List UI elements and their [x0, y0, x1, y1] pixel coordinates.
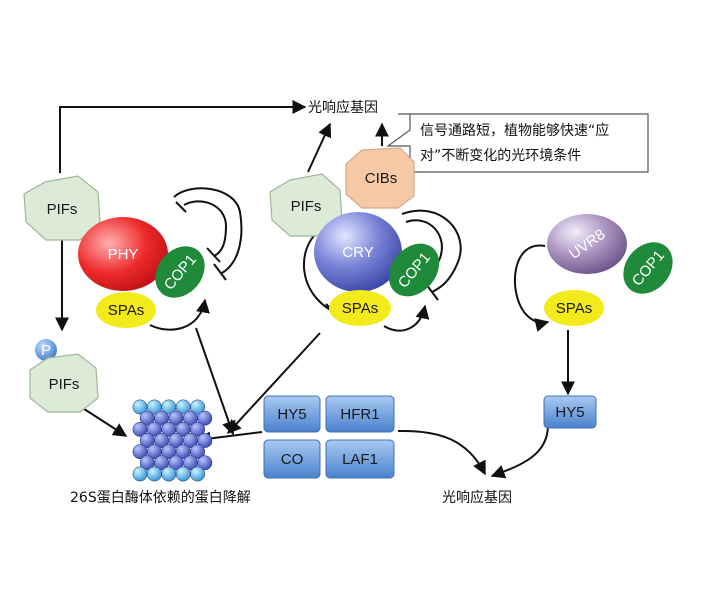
proteasome-icon [132, 399, 213, 482]
cibs-octagon [345, 147, 415, 209]
hfr1-label: HFR1 [340, 406, 379, 423]
co-label: CO [281, 451, 304, 468]
callout-line-2: 对”不断变化的光环境条件 [420, 147, 581, 164]
uvr8-group: UVR8 COP1 SPAs HY5 [543, 214, 673, 429]
cry-spas-label: SPAs [342, 300, 378, 317]
pifs-label: PIFs [47, 201, 78, 218]
cry-ellipse [314, 212, 402, 292]
proteasome-subunit [190, 421, 206, 437]
callout: 信号通路短，植物能够快速“应 对”不断变化的光环境条件 [386, 113, 649, 173]
cibs-label: CIBs [365, 170, 398, 187]
uvr8-hy5-box [543, 395, 597, 429]
cry-cop1-ellipse [388, 243, 440, 297]
phy-loop-inner [183, 200, 228, 257]
p-pifs-octagon [29, 353, 99, 413]
cop1-ellipse [155, 246, 205, 298]
proteasome-subunit [175, 466, 191, 482]
cry-label: CRY [342, 244, 373, 261]
pifs-octagon [23, 175, 101, 241]
phy-inhibit-bar-2 [206, 247, 221, 263]
arrow-phy-complex-to-proteasome [195, 327, 236, 436]
phy-ellipse [78, 217, 168, 291]
cry-spas-loop [383, 304, 430, 332]
proteasome-subunit [146, 466, 162, 482]
p-pifs-label: PIFs [49, 376, 80, 393]
phy-loop-short [175, 201, 187, 213]
uvr8-spas-label: SPAs [556, 300, 592, 317]
proteasome-subunit [190, 444, 206, 460]
spas-label: SPAs [108, 302, 144, 319]
phosphate-circle [35, 339, 57, 361]
phy-label: PHY [108, 246, 139, 263]
arrow-tfs-to-bottom-genes [397, 429, 486, 476]
uvr8-hy5-label: HY5 [555, 404, 584, 421]
cry-loop-outer [401, 209, 462, 293]
cry-pifs-label: PIFs [291, 198, 322, 215]
proteasome-subunit [197, 410, 213, 426]
laf1-box [325, 439, 395, 479]
phy-inhibit-bar-1 [213, 263, 227, 281]
phospho-pifs-group: P PIFs [29, 339, 99, 413]
top-output-label: 光响应基因 [308, 99, 378, 116]
callout-line-1: 信号通路短，植物能够快速“应 [420, 122, 609, 139]
cry-loop-left [302, 231, 335, 313]
proteasome-subunit [190, 466, 206, 482]
proteasome-subunit [197, 433, 213, 448]
uvr8-ellipse [547, 214, 627, 274]
hy5-label: HY5 [277, 406, 306, 423]
proteasome-subunit [132, 466, 148, 482]
proteasome-subunit [190, 399, 206, 415]
cry-group: PIFs CIBs CRY COP1 SPAs [269, 147, 440, 326]
arrow-cry-pifs-to-top-genes [307, 122, 332, 173]
phosphate-label: P [41, 342, 51, 359]
tf-boxes: HY5 HFR1 CO LAF1 [263, 395, 395, 479]
degradation-label: 26S蛋白酶体依赖的蛋白降解 [70, 490, 251, 506]
phy-loop-outer [173, 187, 243, 274]
hy5-box [263, 395, 321, 433]
proteasome-subunit [197, 455, 213, 471]
arrow-pifs-to-proteasome [77, 404, 128, 437]
cry-spas-ellipse [329, 290, 391, 326]
arrow-pifs-to-top-genes [59, 100, 307, 173]
spas-ellipse [96, 292, 156, 328]
arrow-uvr8-hy5-to-bottom-genes [490, 424, 549, 479]
hfr1-box [325, 395, 395, 433]
uvr8-cop1-ellipse [623, 242, 673, 294]
co-box [263, 439, 321, 479]
arrow-cry-complex-to-proteasome [227, 332, 321, 435]
phy-group: PIFs PHY COP1 SPAs [23, 175, 205, 328]
phy-spas-loop [149, 298, 210, 331]
uvr8-spas-ellipse [544, 290, 604, 326]
laf1-label: LAF1 [342, 451, 378, 468]
uvr8-loop [513, 244, 550, 332]
proteasome-subunit [161, 466, 177, 482]
bottom-output-label: 光响应基因 [442, 489, 512, 506]
